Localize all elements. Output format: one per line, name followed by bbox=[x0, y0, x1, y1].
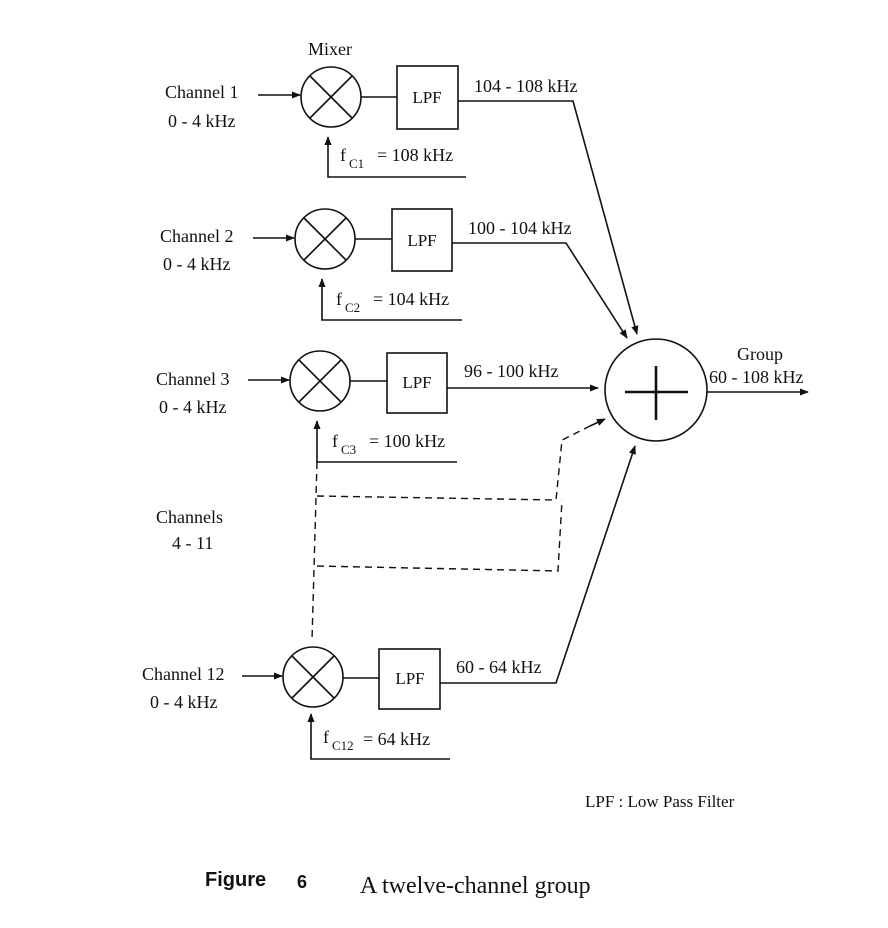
lpf-3-box bbox=[386, 352, 448, 414]
channel-1-output-line bbox=[458, 100, 639, 335]
figure-label: Figure bbox=[205, 869, 266, 891]
carrier-1-line bbox=[324, 136, 466, 178]
channels-4-11-label: Channels bbox=[156, 507, 223, 527]
lpf-1-box bbox=[396, 65, 459, 130]
channel-2-output-line bbox=[452, 242, 628, 339]
dashed-carrier-bus bbox=[311, 461, 318, 641]
mixer-12 bbox=[282, 646, 344, 708]
channel-12-label: Channel 12 bbox=[142, 664, 225, 684]
carrier-1-subscript: C1 bbox=[349, 156, 364, 171]
channel-2-band: 0 - 4 kHz bbox=[163, 254, 230, 274]
carrier-12-value: = 64 kHz bbox=[363, 729, 430, 749]
dashed-lower-path bbox=[316, 499, 563, 572]
lpf-12-label: LPF bbox=[395, 669, 424, 688]
carrier-3-value: = 100 kHz bbox=[369, 431, 445, 451]
channel-12-band: 0 - 4 kHz bbox=[150, 692, 217, 712]
carrier-2-f: f bbox=[336, 289, 342, 309]
channel-1-path: Channel 1 0 - 4 kHz LPF 104 - 108 kHz f … bbox=[165, 65, 639, 335]
carrier-3-f: f bbox=[332, 431, 338, 451]
channel-3-band: 0 - 4 kHz bbox=[159, 397, 226, 417]
channel-1-label: Channel 1 bbox=[165, 82, 239, 102]
dashed-upper-path bbox=[316, 423, 595, 501]
channel-12-output-band: 60 - 64 kHz bbox=[456, 657, 541, 677]
mixer-1 bbox=[300, 66, 362, 128]
channel-3-label: Channel 3 bbox=[156, 369, 230, 389]
lpf-legend: LPF : Low Pass Filter bbox=[585, 792, 735, 811]
group-band: 60 - 108 kHz bbox=[709, 367, 803, 387]
channel-1-band: 0 - 4 kHz bbox=[168, 111, 235, 131]
channel-2-label: Channel 2 bbox=[160, 226, 234, 246]
mixer-label: Mixer bbox=[308, 39, 352, 59]
carrier-1-f: f bbox=[340, 145, 346, 165]
mixer-2 bbox=[294, 208, 356, 270]
lpf-3-label: LPF bbox=[402, 373, 431, 392]
channel-3-output-band: 96 - 100 kHz bbox=[464, 361, 558, 381]
lpf-2-label: LPF bbox=[407, 231, 436, 250]
channels-4-11-placeholder: Channels 4 - 11 bbox=[156, 418, 606, 641]
channel-2-path: Channel 2 0 - 4 kHz LPF 100 - 104 kHz f … bbox=[160, 208, 628, 339]
figure-number: 6 bbox=[297, 872, 307, 892]
lpf-12-box bbox=[378, 648, 441, 710]
channel-12-output-line bbox=[440, 445, 636, 684]
carrier-2-subscript: C2 bbox=[345, 300, 360, 315]
channels-4-11-range: 4 - 11 bbox=[172, 533, 213, 553]
carrier-12-line bbox=[307, 713, 450, 760]
carrier-2-value: = 104 kHz bbox=[373, 289, 449, 309]
group-label: Group bbox=[737, 344, 783, 364]
carrier-12-f: f bbox=[323, 727, 329, 747]
carrier-3-subscript: C3 bbox=[341, 442, 356, 457]
figure-caption: A twelve-channel group bbox=[360, 873, 591, 899]
carrier-2-line bbox=[318, 278, 462, 321]
channel-3-path: Channel 3 0 - 4 kHz LPF 96 - 100 kHz f C… bbox=[156, 350, 599, 463]
mixer-3 bbox=[289, 350, 351, 412]
channel-2-output-band: 100 - 104 kHz bbox=[468, 218, 571, 238]
lpf-1-label: LPF bbox=[412, 88, 441, 107]
carrier-12-subscript: C12 bbox=[332, 738, 354, 753]
dashed-path-arrowhead bbox=[589, 418, 606, 427]
lpf-2-box bbox=[391, 208, 453, 272]
carrier-1-value: = 108 kHz bbox=[377, 145, 453, 165]
summer bbox=[604, 338, 708, 442]
channel-12-path: Channel 12 0 - 4 kHz LPF 60 - 64 kHz f C… bbox=[142, 445, 636, 760]
channel-1-output-band: 104 - 108 kHz bbox=[474, 76, 577, 96]
